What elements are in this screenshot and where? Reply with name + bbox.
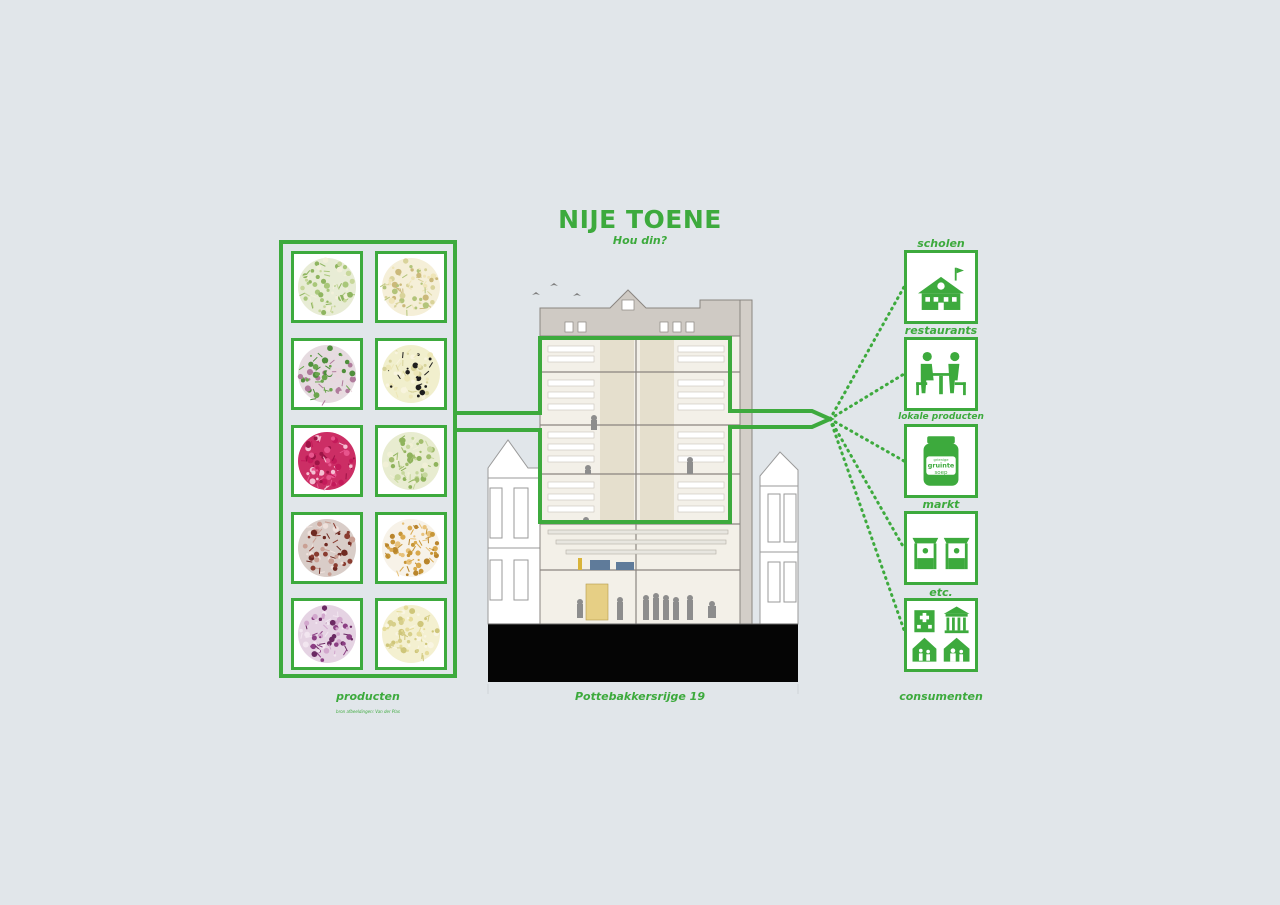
sprout-tile-10 (375, 598, 447, 670)
building-section-drawing (487, 283, 799, 682)
sprout-photo (378, 601, 444, 667)
consumer-tile-restaurants (904, 337, 978, 411)
ground-slab (488, 624, 798, 682)
jar-text-line2: gruinte (928, 461, 955, 469)
sprout-tile-3 (291, 338, 363, 410)
sprout-tile-1 (291, 251, 363, 323)
main-building (532, 283, 753, 625)
link-etc (828, 417, 906, 632)
section-edge-ticks (487, 684, 799, 694)
sprout-photo (294, 515, 360, 581)
sprout-tile-4 (375, 338, 447, 410)
sprout-tile-7 (291, 512, 363, 584)
sprout-photo (378, 254, 444, 320)
link-lokale-producten (828, 417, 906, 463)
page-subtitle: Hou din? (612, 234, 668, 247)
jar-icon: grienige gruinte soep (923, 436, 959, 486)
sprout-photo (294, 341, 360, 407)
sprout-tile-6 (375, 425, 447, 497)
distribution-lines (828, 285, 906, 632)
school-icon (918, 267, 964, 310)
sprout-photo (378, 515, 444, 581)
link-markt (828, 417, 906, 550)
sprout-photo (378, 428, 444, 494)
consumer-label-markt: markt (922, 498, 960, 511)
sprout-photo (294, 601, 360, 667)
sprout-tile-2 (375, 251, 447, 323)
institutions-icon (912, 606, 970, 662)
link-scholen (828, 285, 906, 421)
address-label: Pottebakkersrijge 19 (574, 690, 705, 703)
consumer-label-scholen: scholen (917, 237, 965, 250)
link-restaurants (828, 372, 906, 421)
growing-floors-outline (457, 336, 835, 524)
consumer-tile-markt (904, 511, 978, 585)
consumer-tile-etc (904, 598, 978, 672)
consumers-label: consumenten (899, 690, 983, 703)
jar-text-line1: grienige (934, 458, 950, 462)
consumer-tile-lokale-producten: grienige gruinte soep (904, 424, 978, 498)
jar-text-line3: soep (934, 470, 948, 476)
consumer-tile-scholen (904, 250, 978, 324)
sprout-photo (294, 254, 360, 320)
market-icon (912, 537, 970, 570)
sprout-tile-9 (291, 598, 363, 670)
sprout-photo (294, 428, 360, 494)
consumer-label-restaurants: restaurants (904, 324, 978, 337)
image-credit: bron afbeeldingen: Van der Plas (336, 709, 400, 714)
left-neighbour-house (487, 439, 541, 625)
sprout-tile-5 (291, 425, 363, 497)
products-label: producten (336, 690, 400, 703)
consumer-label-etc: etc. (929, 586, 953, 599)
sprout-photo (378, 341, 444, 407)
sprout-tile-8 (375, 512, 447, 584)
products-panel (279, 240, 457, 678)
page-title: NIJE TOENE (558, 205, 722, 234)
restaurant-icon (916, 351, 966, 396)
right-neighbour-house (759, 451, 799, 625)
consumer-label-lokale-producten: lokale producten (898, 412, 984, 422)
